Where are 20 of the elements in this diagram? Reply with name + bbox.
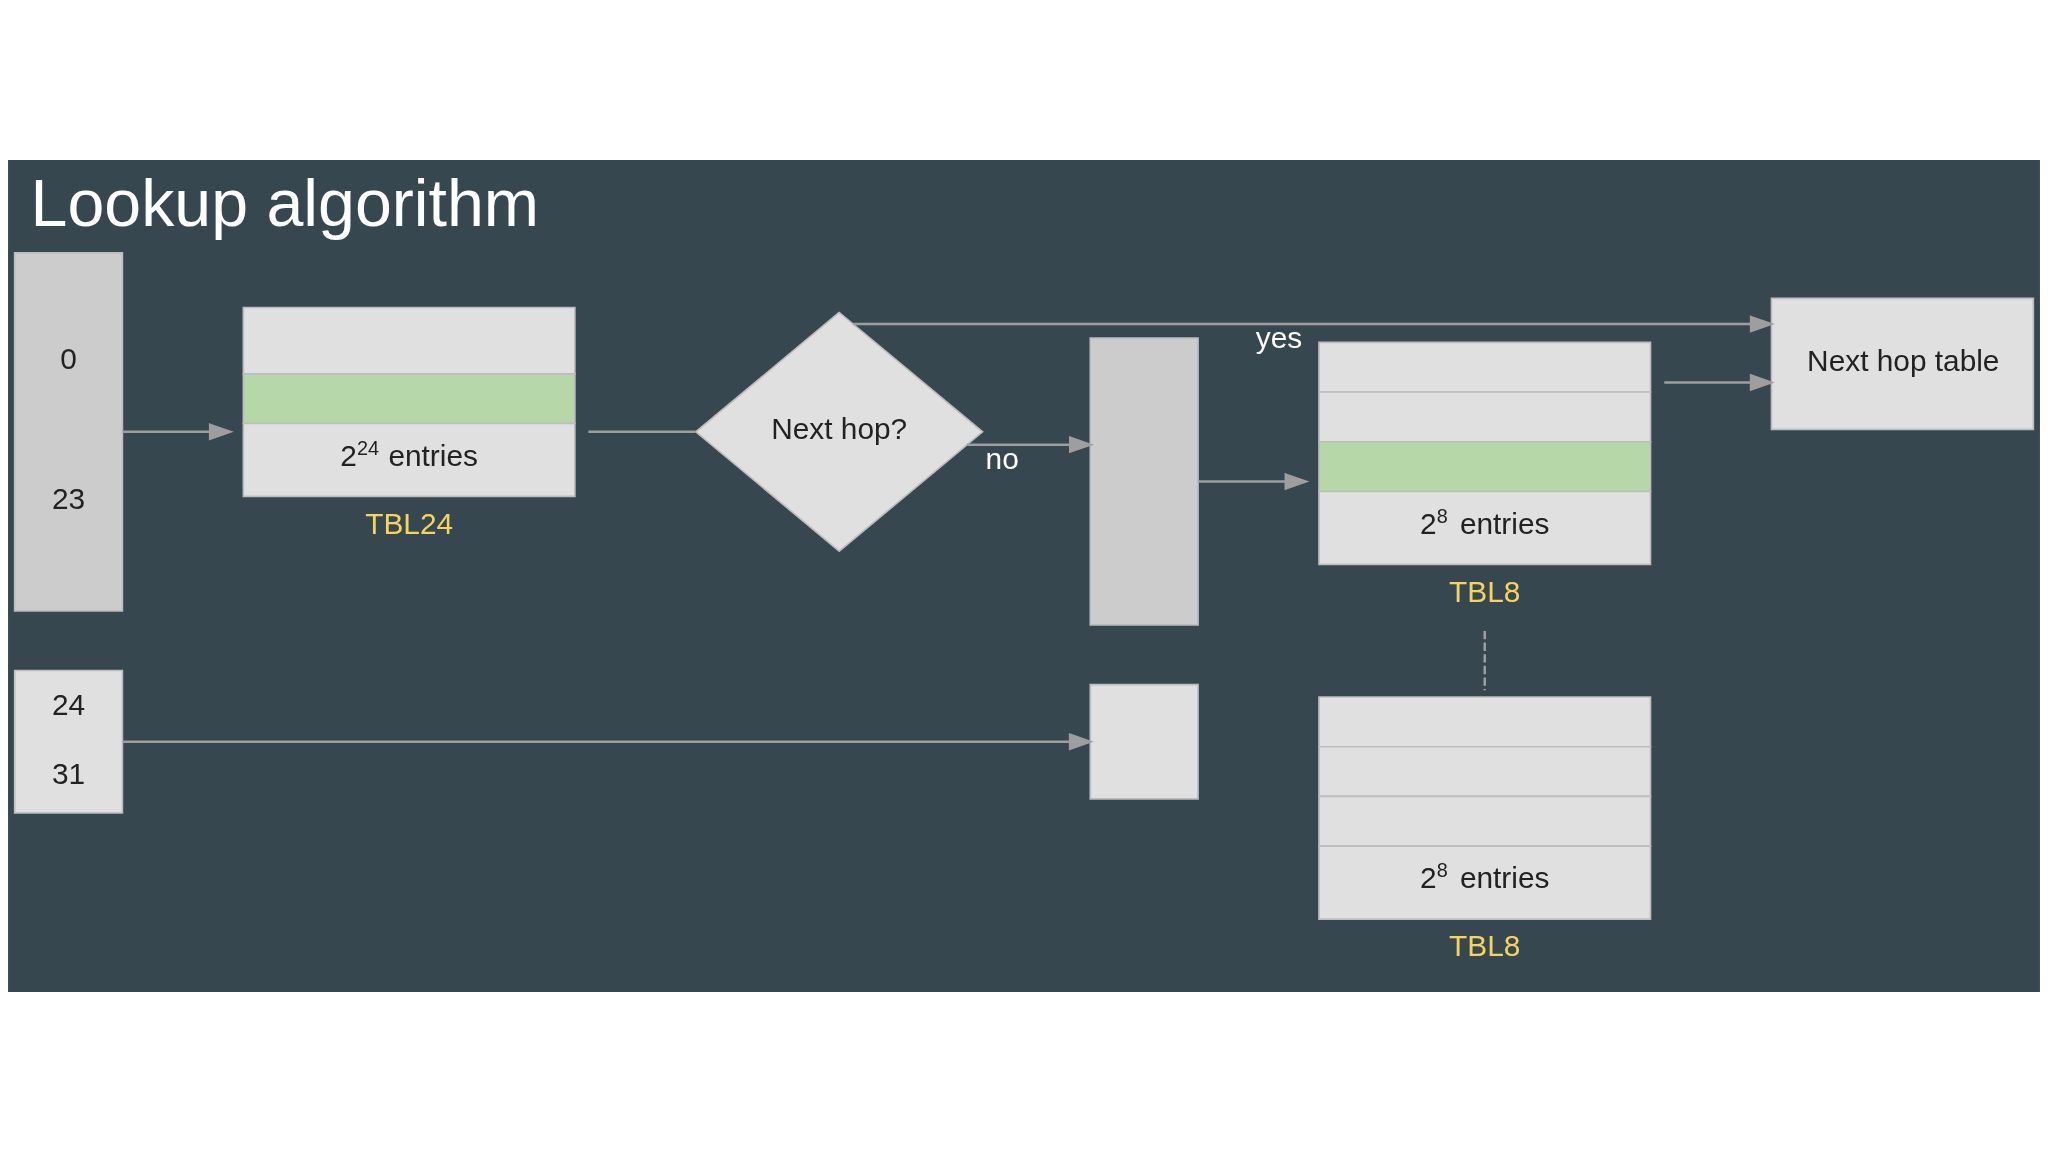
arrow <box>967 435 1094 454</box>
connector <box>1483 631 1486 691</box>
node-box: 24 31 <box>13 669 124 814</box>
edge-label: no <box>985 441 1019 475</box>
diagram-title: Lookup algorithm <box>30 166 540 241</box>
arrow <box>1664 373 1775 392</box>
node-box <box>1089 683 1199 800</box>
arrow <box>1198 472 1310 491</box>
node-box: 0 23 <box>13 252 124 612</box>
arrow <box>122 733 1094 751</box>
node-label: TBL8 <box>1449 929 1521 963</box>
edge-label: yes <box>1255 320 1303 354</box>
arrow <box>122 423 234 441</box>
node-diamond: Next hop? <box>694 311 984 553</box>
node-box <box>1089 337 1199 626</box>
arrow <box>853 315 1775 333</box>
node-label: TBL8 <box>1449 574 1521 608</box>
connector <box>588 430 696 434</box>
node-box: Next hop table <box>1770 297 2035 431</box>
node-label: TBL24 <box>365 506 454 540</box>
